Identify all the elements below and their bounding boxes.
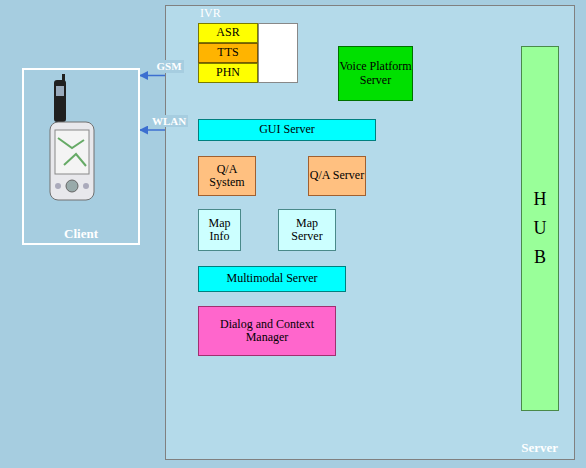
system-box: Map Info	[198, 209, 241, 251]
node-label: Q/A Server	[310, 169, 364, 182]
node-label: Client	[24, 227, 138, 241]
hub-bar: H U B	[521, 46, 559, 411]
server-box: GUI Server	[198, 119, 376, 141]
node-label: Server	[521, 441, 558, 455]
client-box: Client	[22, 68, 140, 245]
node-label: GUI Server	[259, 123, 315, 136]
node-label: Q/A System	[199, 163, 255, 189]
node-label: Dialog and Context Manager	[199, 318, 335, 344]
phone-illustration	[24, 70, 138, 220]
ivr-panel	[258, 23, 298, 83]
manager-box: Dialog and Context Manager	[198, 306, 336, 356]
server-box: Voice Platform Server	[338, 46, 413, 101]
node-label: ASR	[216, 26, 239, 39]
node-label: Multimodal Server	[227, 272, 318, 285]
link-label: WLAN	[150, 115, 188, 127]
node-label: Map Server	[279, 217, 335, 243]
node-label: TTS	[217, 46, 238, 59]
ivr-group: IVR ASR TTS PHN	[198, 7, 298, 85]
node-label: IVR	[200, 7, 221, 20]
node-label: H U B	[531, 185, 549, 271]
module-box: PHN	[198, 63, 258, 83]
node-label: Map Info	[199, 217, 240, 243]
node-label: PHN	[216, 66, 240, 79]
server-box: Q/A Server	[308, 156, 366, 196]
system-box: Q/A System	[198, 156, 256, 196]
link-label: GSM	[154, 60, 183, 72]
module-box: TTS	[198, 43, 258, 63]
server-box: Map Server	[278, 209, 336, 251]
node-label: Voice Platform Server	[339, 60, 412, 86]
server-region: Server IVR ASR TTS PHN Voice Platform ServerH…	[165, 5, 575, 460]
server-box: Multimodal Server	[198, 266, 346, 292]
module-box: ASR	[198, 23, 258, 43]
